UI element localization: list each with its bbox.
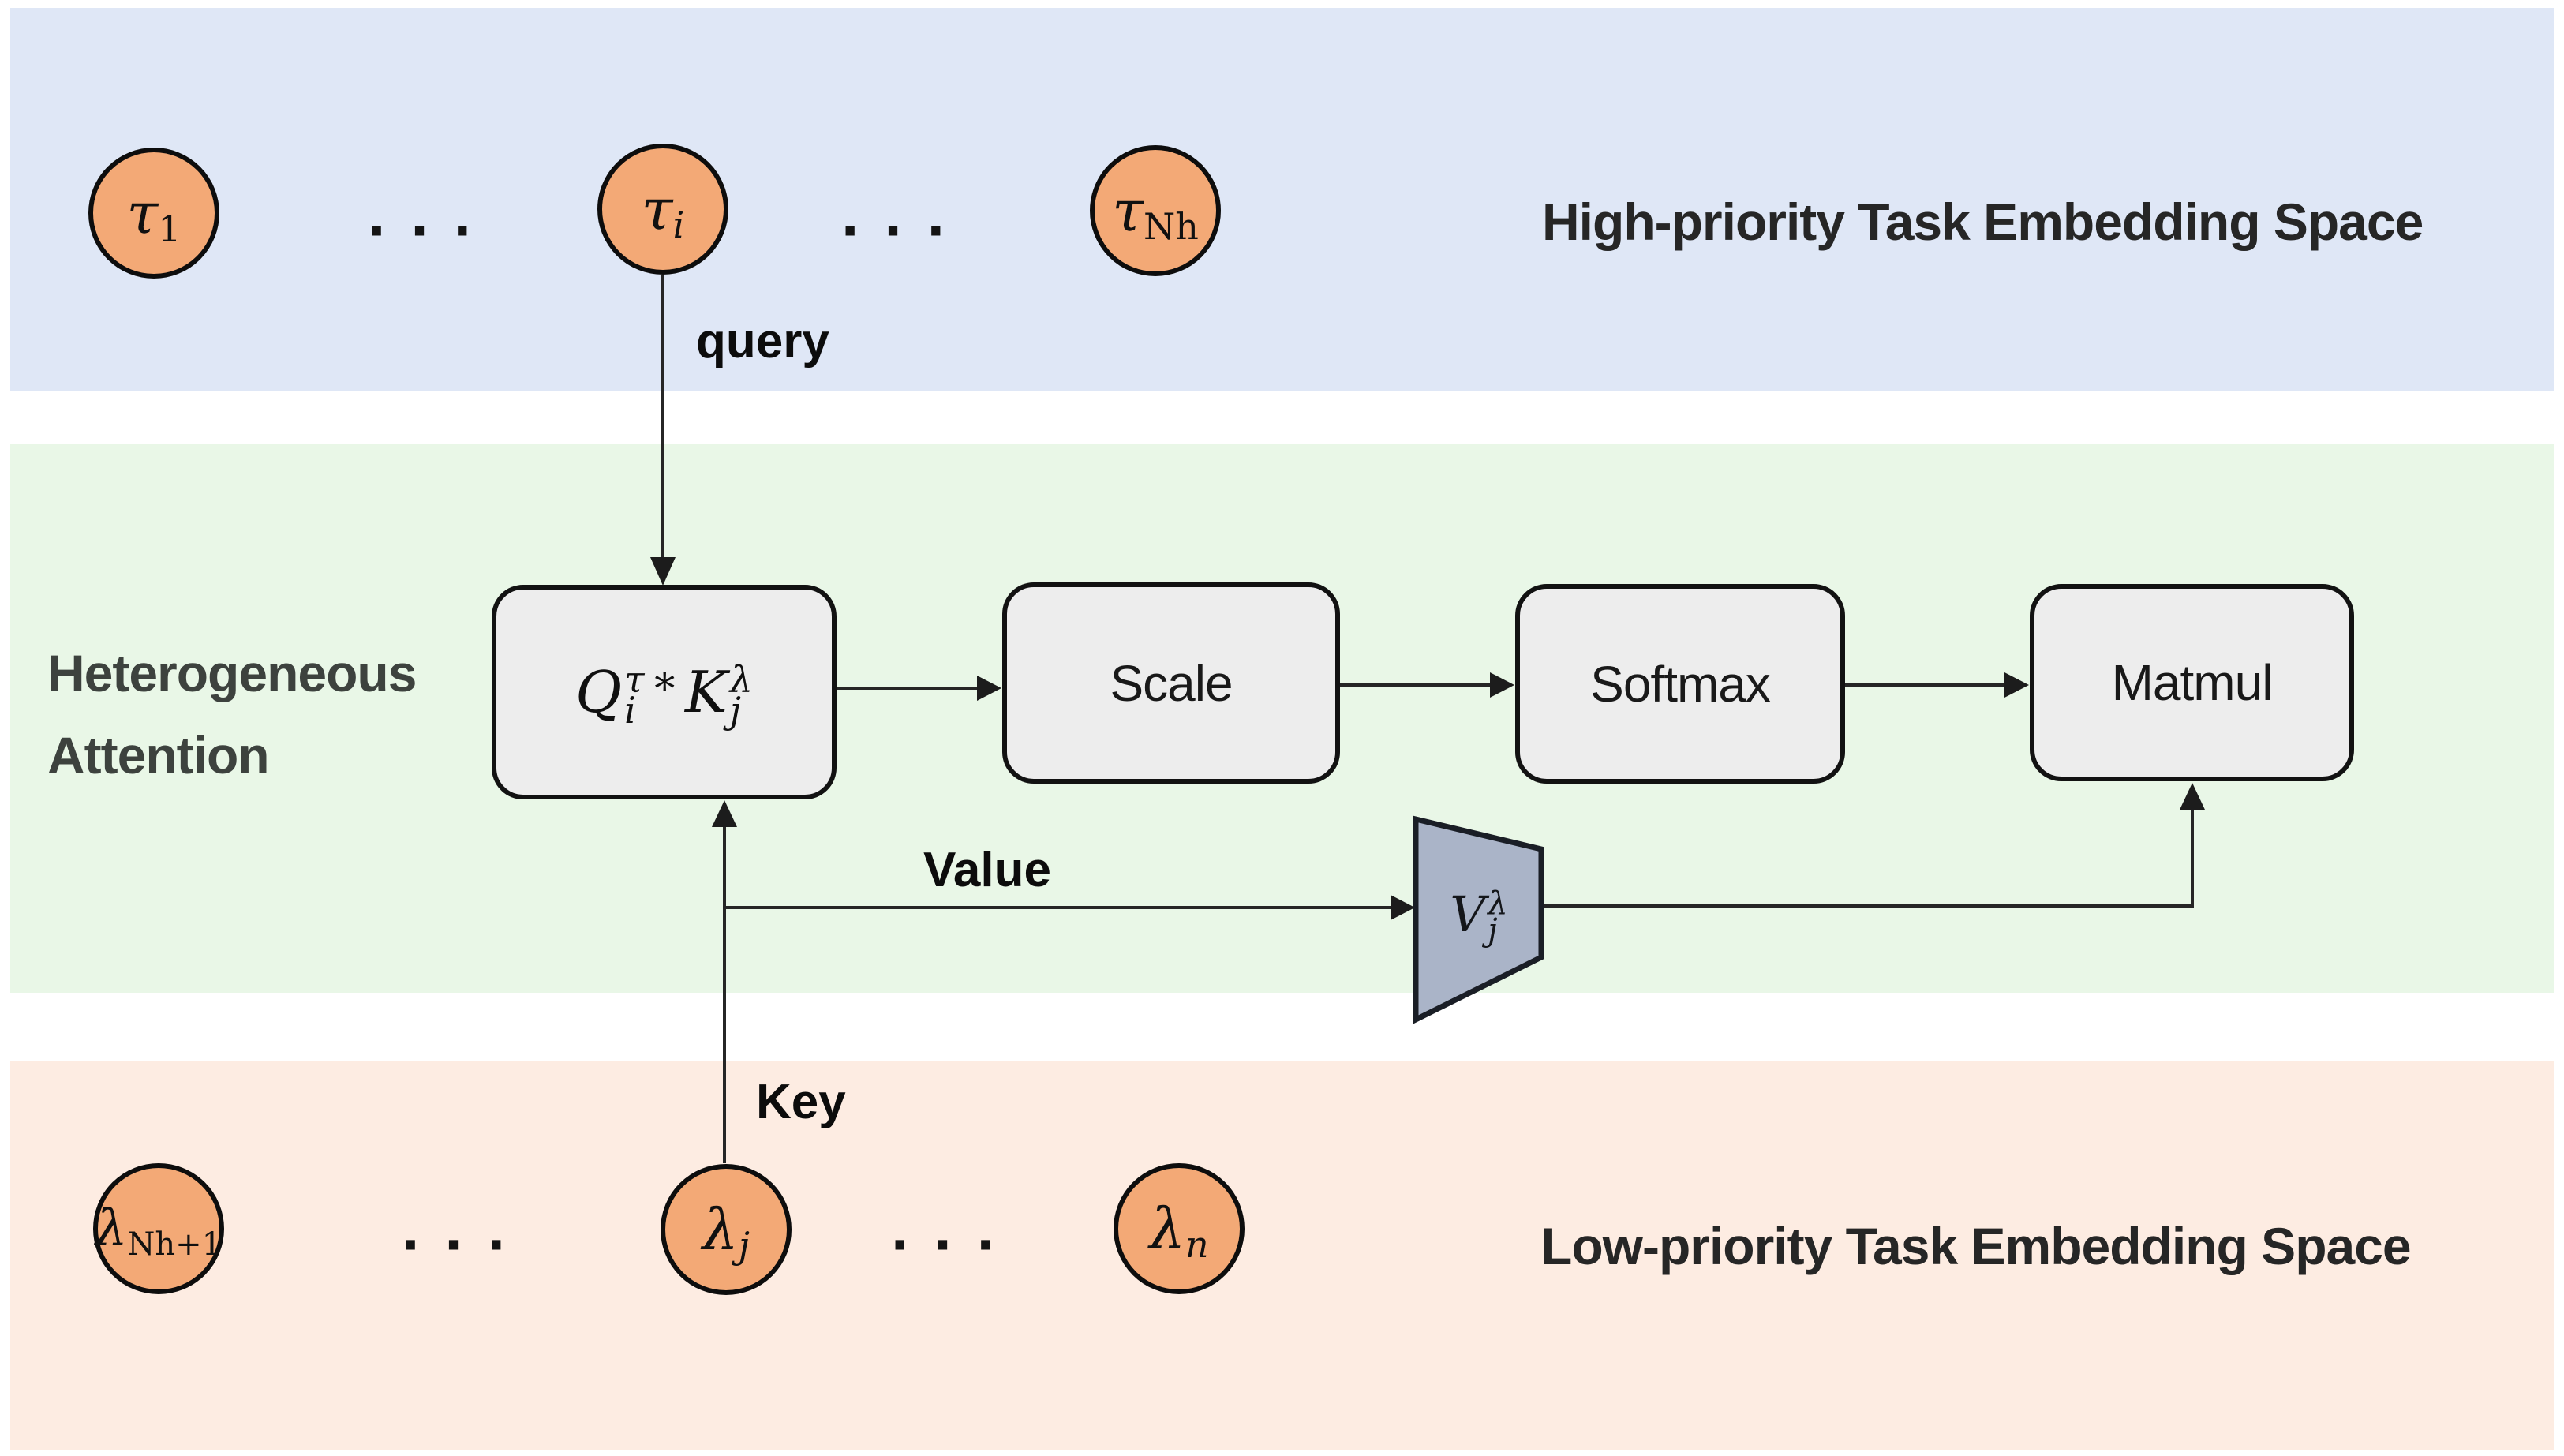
softmax-box: Softmax [1515, 584, 1845, 784]
matmul-box: Matmul [2030, 584, 2354, 781]
tau-i-subscript: i [672, 204, 685, 246]
value-edge-label: Value [923, 843, 1051, 897]
softmax-box-label: Softmax [1590, 655, 1771, 713]
low-priority-band-title: Low-priority Task Embedding Space [1540, 1217, 2412, 1275]
high-priority-band-title: High-priority Task Embedding Space [1542, 193, 2424, 251]
tau-1-subscript: 1 [158, 208, 182, 250]
query-superscript: τ [624, 657, 645, 701]
query-subscript: i [624, 689, 636, 732]
value-superscript: λ [1488, 885, 1508, 922]
key-subscript: j [729, 689, 741, 732]
tau-Nh-subscript: Nh [1143, 205, 1199, 248]
tau-1-symbol: τ [126, 180, 159, 246]
attention-band-label-line2: Attention [47, 726, 270, 784]
key-matrix-symbol: K [684, 659, 728, 725]
lambda-Nh1-symbol: λ [95, 1200, 128, 1258]
lambda-j-symbol: λ [702, 1196, 739, 1263]
tau-Nh-symbol: τ [1112, 178, 1144, 244]
attention-band-label-line1: Heterogeneous [47, 644, 417, 702]
value-matrix-symbol: V [1450, 885, 1486, 943]
high-priority-band [10, 8, 2554, 391]
scale-box-label: Scale [1110, 654, 1233, 712]
lambda-j-subscript: j [738, 1224, 750, 1267]
query-edge-label: query [696, 314, 829, 369]
value-subscript: j [1488, 912, 1498, 949]
ellipsis-top-left: ··· [367, 203, 496, 261]
multiply-operator: ∗ [650, 657, 679, 705]
tau-i-symbol: τ [641, 176, 673, 242]
ellipsis-bottom-left: ··· [401, 1217, 530, 1275]
low-priority-band [10, 1061, 2554, 1450]
ellipsis-top-right: ··· [840, 203, 969, 261]
ellipsis-bottom-right: ··· [890, 1217, 1019, 1275]
query-matrix-symbol: Q [575, 659, 623, 725]
lambda-Nh1-subscript: Nh+1 [127, 1226, 223, 1263]
lambda-n-subscript: n [1185, 1223, 1209, 1266]
scale-box: Scale [1002, 582, 1340, 784]
lambda-n-symbol: λ [1149, 1196, 1185, 1262]
matmul-box-label: Matmul [2111, 654, 2274, 711]
key-superscript: λ [729, 657, 753, 701]
key-edge-label: Key [756, 1075, 846, 1129]
